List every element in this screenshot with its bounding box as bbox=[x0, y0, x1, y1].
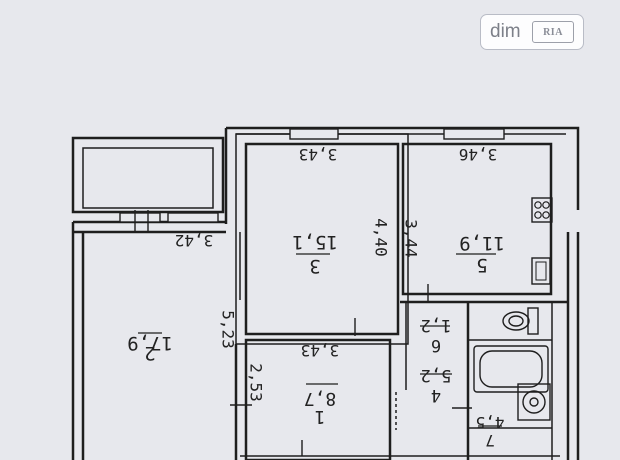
room-4-area: 5,2 bbox=[421, 365, 452, 385]
windows bbox=[119, 128, 505, 232]
room2-top-wall bbox=[73, 220, 226, 234]
right-outer-wall bbox=[566, 232, 580, 460]
door-marks bbox=[230, 284, 472, 456]
room-3-area: 15,1 bbox=[292, 231, 338, 253]
stove-icon bbox=[531, 197, 553, 223]
watermark: dim RIA bbox=[480, 14, 584, 50]
room-1-width: 3,43 bbox=[301, 341, 340, 360]
room-2-area: 17,9 bbox=[127, 332, 173, 354]
room-5-area: 11,9 bbox=[459, 232, 505, 254]
sink-icon bbox=[531, 257, 551, 285]
room-5-length: 3,44 bbox=[402, 219, 421, 258]
washbasin-icon bbox=[517, 383, 551, 421]
room-5-number: 5 bbox=[476, 254, 487, 276]
room-3-number: 3 bbox=[309, 255, 320, 277]
balcony-wall bbox=[71, 136, 225, 214]
toilet-icon bbox=[502, 307, 539, 335]
room-7-area: 4,5 bbox=[476, 413, 505, 432]
room-7-number: 7 bbox=[485, 431, 495, 450]
room-3-length: 4,40 bbox=[372, 218, 391, 257]
window-balcony-2 bbox=[119, 212, 161, 223]
room-2-number: 2 bbox=[144, 342, 155, 364]
room-2-length: 5,23 bbox=[219, 310, 238, 349]
balcony-inner bbox=[82, 147, 214, 209]
room-1-area: 8,7 bbox=[304, 388, 337, 409]
room-3-width: 3,43 bbox=[299, 145, 338, 164]
room-1-walls bbox=[244, 338, 392, 460]
outer-wall-top bbox=[226, 126, 580, 210]
window-room3 bbox=[289, 128, 339, 140]
bathtub-icon bbox=[473, 345, 549, 393]
room-1-length: 2,53 bbox=[247, 363, 266, 402]
left-outer-wall bbox=[71, 222, 85, 460]
window-room5 bbox=[443, 128, 505, 140]
room-3-walls bbox=[244, 142, 400, 336]
room-6-area: 1,2 bbox=[421, 315, 452, 335]
room-2-width: 3,42 bbox=[175, 231, 214, 250]
label-underlines bbox=[138, 253, 502, 427]
room-6-number: 6 bbox=[431, 335, 441, 355]
room-5-width: 3,46 bbox=[459, 145, 498, 164]
window-balcony bbox=[167, 212, 219, 223]
watermark-badge: RIA bbox=[532, 21, 574, 43]
room-4-number: 4 bbox=[431, 385, 441, 405]
watermark-text: dim bbox=[490, 21, 521, 42]
room-5-walls bbox=[401, 142, 553, 296]
window-marks bbox=[134, 210, 149, 232]
room-1-number: 1 bbox=[315, 406, 326, 427]
